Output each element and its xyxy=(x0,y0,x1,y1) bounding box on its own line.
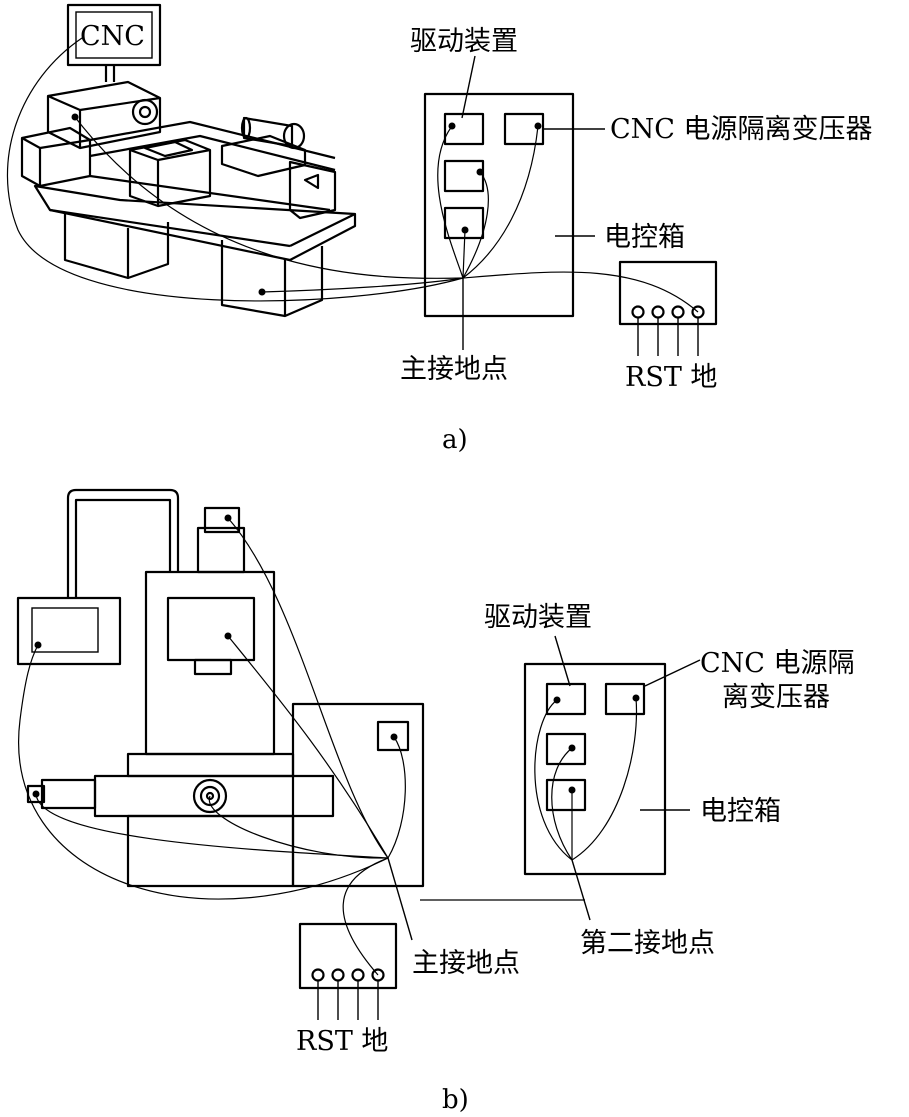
leader-main-ground-b xyxy=(387,857,413,941)
label-power-terminals-a: RST 地 xyxy=(625,362,717,393)
pendant-arm xyxy=(66,488,180,598)
cnc-label: CNC xyxy=(80,21,145,52)
drive-unit-b2 xyxy=(545,732,587,766)
isolation-transformer-b xyxy=(604,682,646,716)
label-transformer-b-line2: 离变压器 xyxy=(722,682,830,713)
label-cabinet-b: 电控箱 xyxy=(700,796,781,827)
ground-wires-b xyxy=(18,517,638,976)
leader-drive-a xyxy=(461,55,476,119)
label-transformer-a: CNC 电源隔离变压器 xyxy=(610,114,873,145)
label-drive-a: 驱动装置 xyxy=(410,26,518,57)
lathe-machine xyxy=(20,80,357,318)
label-main-ground-a: 主接地点 xyxy=(400,354,508,385)
figure-b: 驱动装置 CNC 电源隔 离变压器 电控箱 第二接地点 主接地点 RST 地 b… xyxy=(16,488,855,1115)
label-main-ground-b: 主接地点 xyxy=(412,948,520,979)
label-power-terminals-b: RST 地 xyxy=(296,1026,388,1057)
cnc-monitor: CNC xyxy=(66,3,162,82)
milling-machine xyxy=(26,506,425,888)
leader-drive-b xyxy=(554,635,571,687)
power-terminal-box-a xyxy=(618,260,718,356)
power-terminal-box-b xyxy=(298,922,398,1020)
label-drive-b: 驱动装置 xyxy=(484,602,592,633)
label-second-ground-b: 第二接地点 xyxy=(580,928,715,959)
label-transformer-b-line1: CNC 电源隔 xyxy=(700,648,855,679)
caption-b: b) xyxy=(442,1085,469,1115)
label-cabinet-a: 电控箱 xyxy=(604,222,685,253)
drive-unit-2 xyxy=(443,159,485,193)
ground-wires-a xyxy=(6,37,699,313)
drive-unit-1 xyxy=(443,112,485,146)
leader-transformer-b xyxy=(644,659,701,687)
caption-a: a) xyxy=(442,425,468,455)
figure-a: CNC xyxy=(6,3,873,455)
leader-second-ground-b xyxy=(571,859,591,921)
drive-unit-3 xyxy=(443,206,485,240)
electrical-cabinet-b xyxy=(523,662,667,876)
drive-unit-b1 xyxy=(545,682,587,716)
drive-unit-b3 xyxy=(545,778,587,812)
